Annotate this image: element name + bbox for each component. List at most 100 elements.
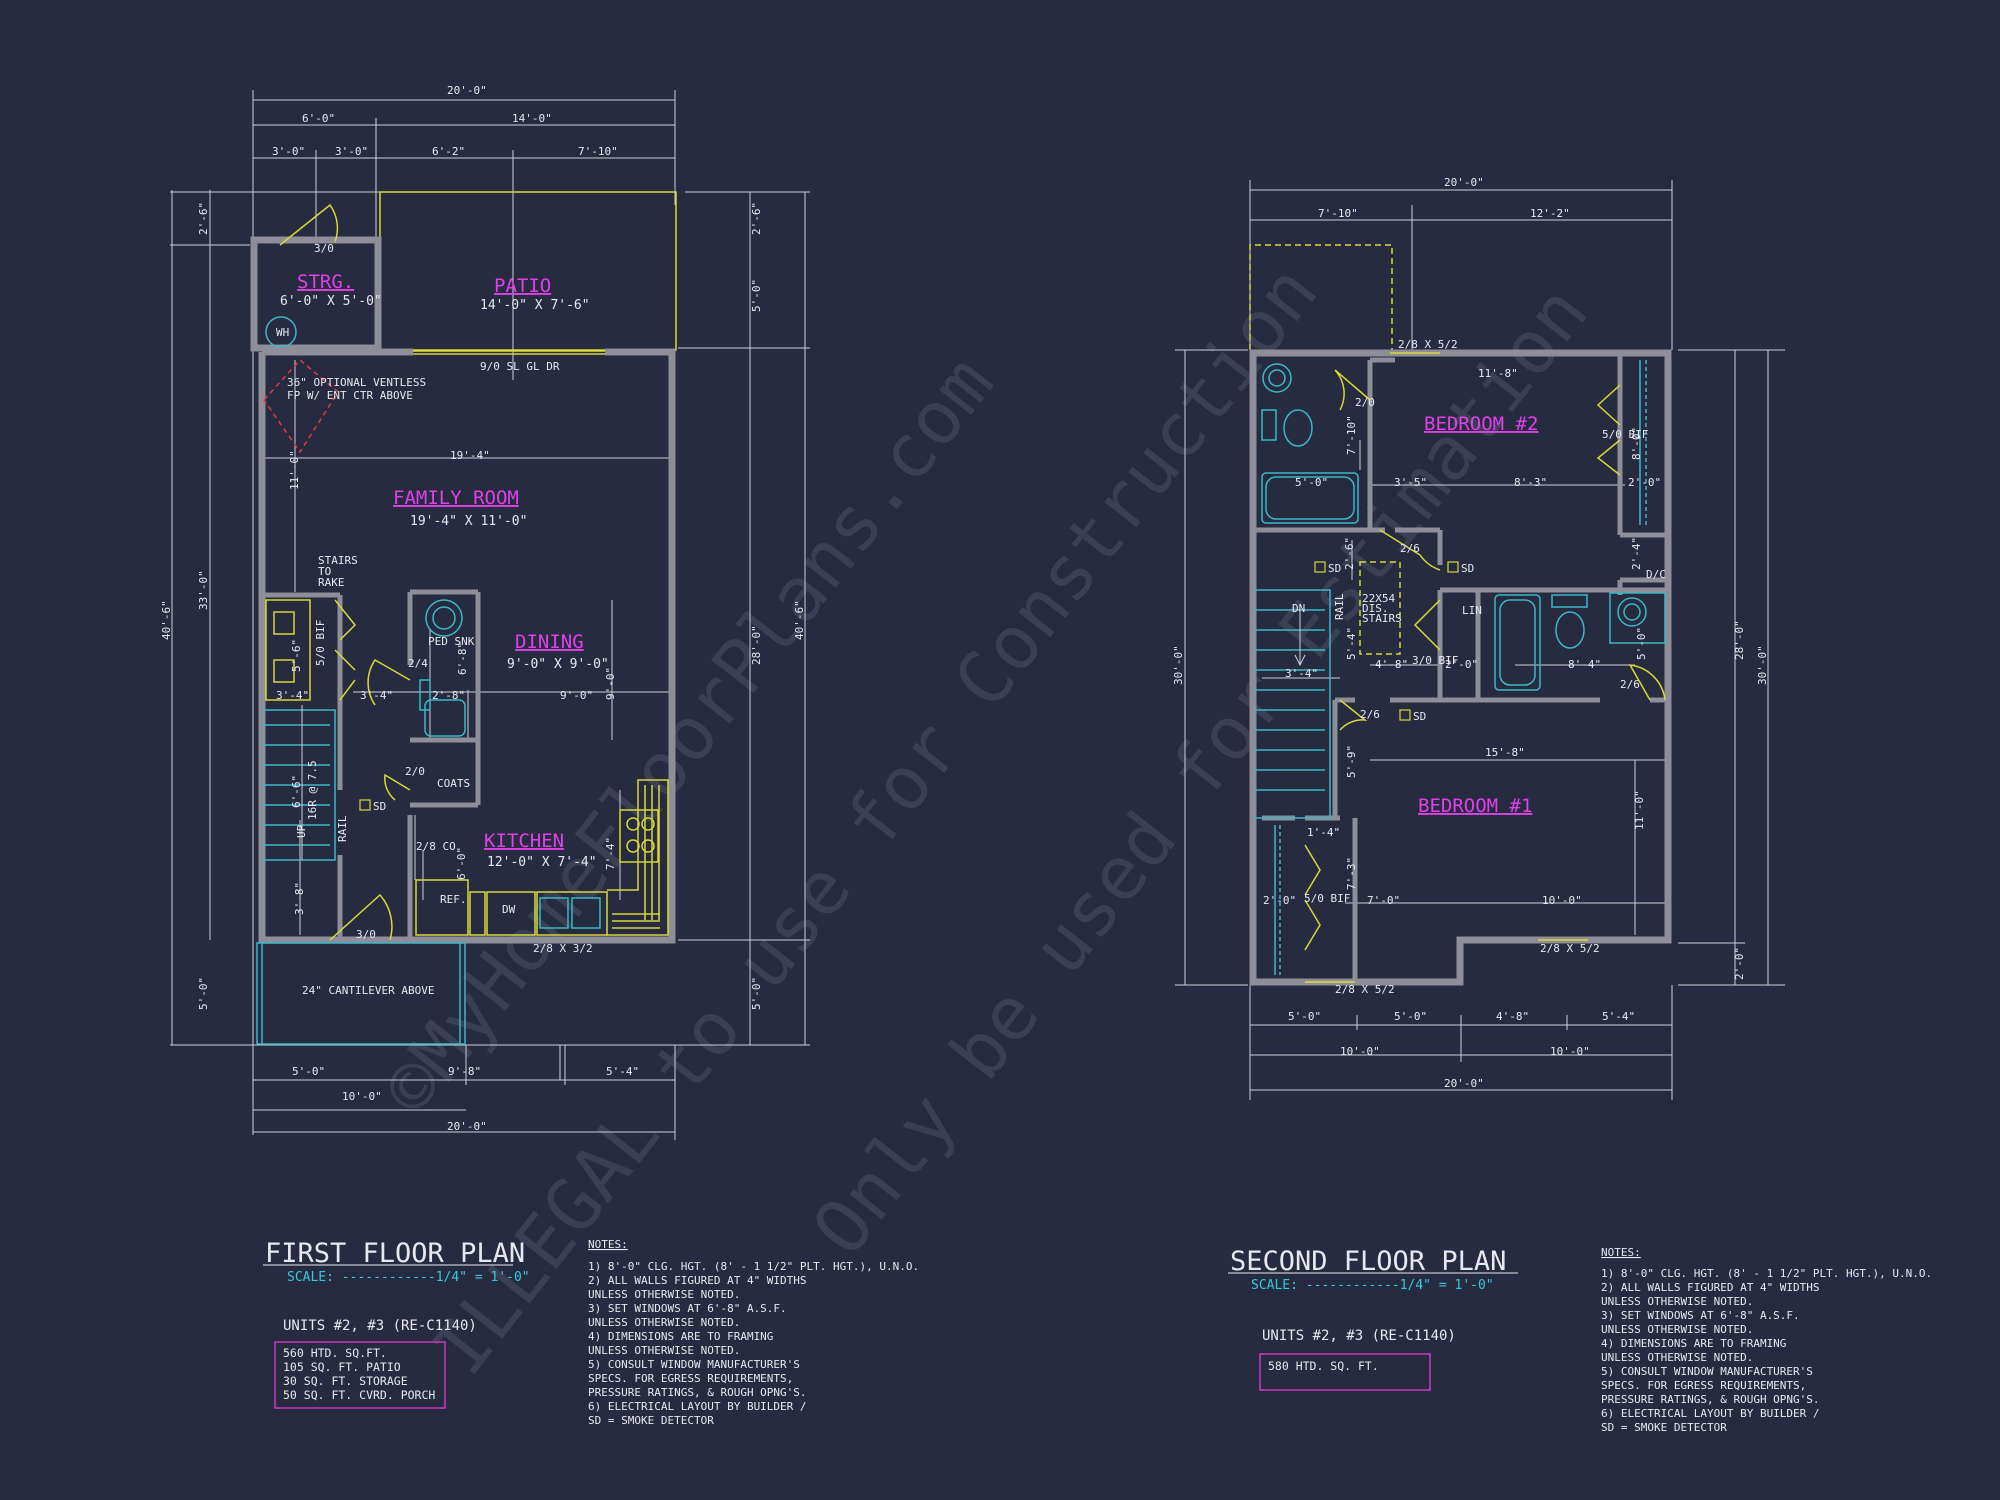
kitchen-window-label: 2/8 X 3/2 (533, 942, 593, 955)
coats-label: COATS (437, 777, 470, 790)
attic-stairs-2: DIS. (1362, 602, 1389, 615)
rail-label: RAIL (1333, 593, 1346, 620)
dim-right-c: 28'-0" (750, 625, 763, 665)
window-bottom-1-label: 2/8 X 5/2 (1335, 983, 1395, 996)
dim-bedroom-2-b: 8'-3" (1514, 476, 1547, 489)
refrigerator-label: REF. (440, 893, 467, 906)
second-floor-note-line: 5) CONSULT WINDOW MANUFACTURER'S (1601, 1365, 1813, 1378)
second-floor-plan: BEDROOM #2 BEDROOM #1 2/8 X 5/2 2/0 2/6 … (1172, 176, 1932, 1434)
first-floor-title: FIRST FLOOR PLAN (265, 1238, 525, 1269)
patio-area (250, 191, 677, 352)
dim-dining-width: 9'-0" (560, 689, 593, 702)
dim-bottom-g: 20'-0" (1444, 1077, 1484, 1090)
first-floor-area-1: 560 HTD. SQ.FT. (283, 1346, 387, 1360)
upstairs-bath-2-fixtures (1413, 592, 1666, 701)
dim-family-width: 19'-4" (450, 449, 490, 462)
second-floor-note-line: 4) DIMENSIONS ARE TO FRAMING (1601, 1337, 1786, 1350)
second-floor-note-line: PRESSURE RATINGS, & ROUGH OPNG'S. (1601, 1393, 1820, 1406)
dim-powder-height: 6'-8" (456, 642, 469, 675)
covered-porch (256, 942, 466, 1045)
stairs-note-1: STAIRS (318, 554, 358, 567)
dim-closet-2-width: 2'-0" (1263, 894, 1296, 907)
room-patio-size: 14'-0" X 7'-6" (480, 298, 590, 313)
dim-bottom-a: 5'-0" (1288, 1010, 1321, 1023)
water-heater-label: WH (276, 326, 289, 339)
dim-right-b: 30'-0" (1756, 645, 1769, 685)
kitchen-counters (415, 779, 669, 936)
second-floor-note-line: 2) ALL WALLS FIGURED AT 4" WIDTHS (1601, 1281, 1820, 1294)
dim-kitchen-height: 7'-4" (604, 837, 617, 870)
dim-right-a: 2'-6" (750, 202, 763, 235)
room-bedroom-2: BEDROOM #2 (1424, 413, 1538, 435)
dim-top-total: 20'-0" (1444, 176, 1484, 189)
second-floor-note-line: 1) 8'-0" CLG. HGT. (8' - 1 1/2" PLT. HGT… (1601, 1267, 1932, 1280)
dim-bottom-c: 4'-8" (1496, 1010, 1529, 1023)
door-2-0-label: 2/0 (1355, 396, 1375, 409)
second-floor-notes: NOTES: 1) 8'-0" CLG. HGT. (8' - 1 1/2" P… (1601, 1246, 1932, 1434)
first-floor-note-line: 4) DIMENSIONS ARE TO FRAMING (588, 1330, 773, 1343)
dim-stair-height: 5'-4" (1345, 627, 1358, 660)
dim-right-a: 28'-0" (1733, 620, 1746, 660)
dim-stair-1: 5'-6" (290, 639, 303, 672)
stairs-note-2: TO (318, 565, 331, 578)
dim-top-a: 6'-0" (302, 112, 335, 125)
smoke-detector-icon (1314, 561, 1326, 573)
smoke-detector-icon (1447, 561, 1459, 573)
second-floor-units: UNITS #2, #3 (RE-C1140) (1262, 1328, 1456, 1344)
window-top-label: 2/8 X 5/2 (1398, 338, 1458, 351)
first-floor-area-box (274, 1341, 446, 1409)
dim-bottom-d: 5'-4" (1602, 1010, 1635, 1023)
smoke-detector-label: SD (1413, 710, 1426, 723)
storage-door-label: 3/0 (314, 242, 334, 255)
first-floor-scale: SCALE: ------------1/4" = 1'-0" (287, 1270, 530, 1285)
rail-label: RAIL (336, 815, 349, 842)
second-floor-area-box (1259, 1353, 1431, 1391)
dim-bedroom-1-height: 11'-0" (1633, 790, 1646, 830)
second-floor-notes-title: NOTES: (1601, 1246, 1641, 1259)
fireplace-outline (263, 358, 339, 454)
first-floor-stairs (262, 599, 357, 861)
dim-bottom-e: 20'-0" (447, 1120, 487, 1133)
first-floor-plan: STRG. 6'-0" X 5'-0" PATIO 14'-0" X 7'-6"… (160, 84, 919, 1427)
watermark: ©MyHomeFloorPlans.com ILLEGAL to use for… (366, 250, 1604, 1391)
stairs-down-label: DN (1292, 602, 1305, 615)
up-label: UP (295, 824, 308, 838)
ped-sink-label: PED SNK (428, 635, 475, 648)
smoke-detector-label: SD (1328, 562, 1341, 575)
dim-top-d: 3'-0" (335, 145, 368, 158)
attic-stairs-3: STAIRS (1362, 612, 1402, 625)
dim-powder-width: 2'-8" (432, 689, 465, 702)
dim-bottom-b: 5'-0" (1394, 1010, 1427, 1023)
first-floor-note-line: UNLESS OTHERWISE NOTED. (588, 1344, 740, 1357)
dim-left: 30'-0" (1172, 645, 1185, 685)
room-bedroom-1: BEDROOM #1 (1418, 795, 1532, 817)
first-floor-note-line: UNLESS OTHERWISE NOTED. (588, 1316, 740, 1329)
dim-left-c: 40'-6" (160, 600, 173, 640)
dishwasher-label: DW (502, 903, 516, 916)
first-floor-notes: NOTES: 1) 8'-0" CLG. HGT. (8' - 1 1/2" P… (588, 1238, 919, 1427)
dim-right-b: 5'-0" (750, 279, 763, 312)
dim-stair-3: 6'-6" (290, 775, 303, 808)
dim-bedroom-1-width: 15'-8" (1485, 746, 1525, 759)
second-floor-note-line: UNLESS OTHERWISE NOTED. (1601, 1295, 1753, 1308)
second-floor-interior-walls (1253, 353, 1668, 982)
first-floor-note-line: 6) ELECTRICAL LAYOUT BY BUILDER / (588, 1400, 807, 1413)
dim-stair-width: 3'-4" (1285, 667, 1318, 680)
first-floor-units: UNITS #2, #3 (RE-C1140) (283, 1318, 477, 1334)
risers-label: 16R @ 7.5 (306, 760, 319, 820)
door-2-0-label: 2/0 (405, 765, 425, 778)
first-floor-note-line: SD = SMOKE DETECTOR (588, 1414, 714, 1427)
dim-hall-height: 2'-6" (1343, 537, 1356, 570)
dim-bath-height: 7'-10" (1345, 415, 1358, 455)
smoke-detector-label: SD (1461, 562, 1474, 575)
room-dining-size: 9'-0" X 9'-0" (507, 657, 609, 672)
room-kitchen: KITCHEN (484, 830, 564, 852)
bedroom-2-door (1379, 529, 1441, 571)
dim-stair-4: 3'-8" (293, 882, 306, 915)
door-2-6-c-label: 2/6 (1360, 708, 1380, 721)
dim-dining-height: 9'-0" (604, 667, 617, 700)
bifold-3-0-label: 3/0 BIF (1412, 654, 1458, 667)
upstairs-bath-1-fixtures (1261, 363, 1371, 524)
fireplace-note-1: 36" OPTIONAL VENTLESS (287, 376, 426, 389)
